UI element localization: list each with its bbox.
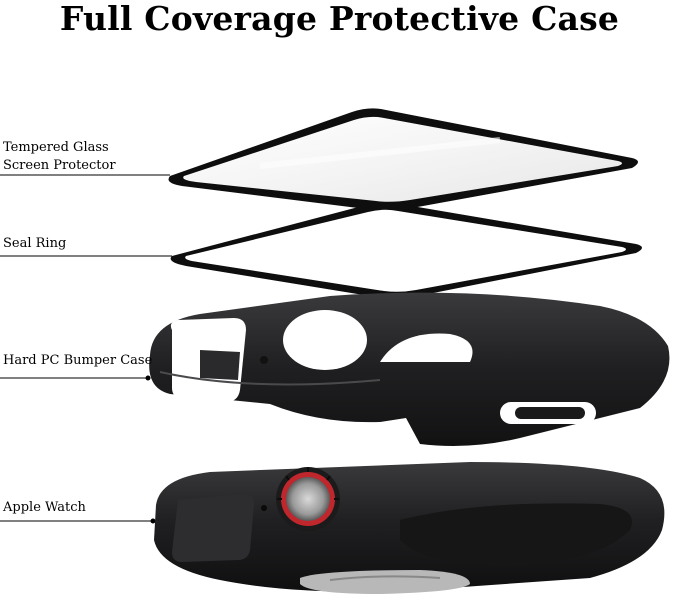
label-seal-ring: Seal Ring	[3, 236, 67, 251]
seal-ring-shape	[170, 202, 642, 299]
bumper-case-shape	[149, 292, 670, 446]
page-title: Full Coverage Protective Case	[59, 0, 620, 38]
label-bumper-case: Hard PC Bumper Case	[3, 353, 153, 368]
bumper-leader-dot	[145, 375, 151, 381]
label-apple-watch: Apple Watch	[3, 500, 86, 515]
watch-leader-dot	[150, 518, 156, 524]
label-tempered-glass-line1: Tempered Glass	[3, 140, 109, 155]
label-tempered-glass: Tempered Glass Screen Protector	[3, 139, 116, 175]
apple-watch-shape	[154, 462, 665, 594]
label-tempered-glass-line2: Screen Protector	[3, 158, 116, 173]
tempered-glass-shape	[168, 108, 638, 211]
